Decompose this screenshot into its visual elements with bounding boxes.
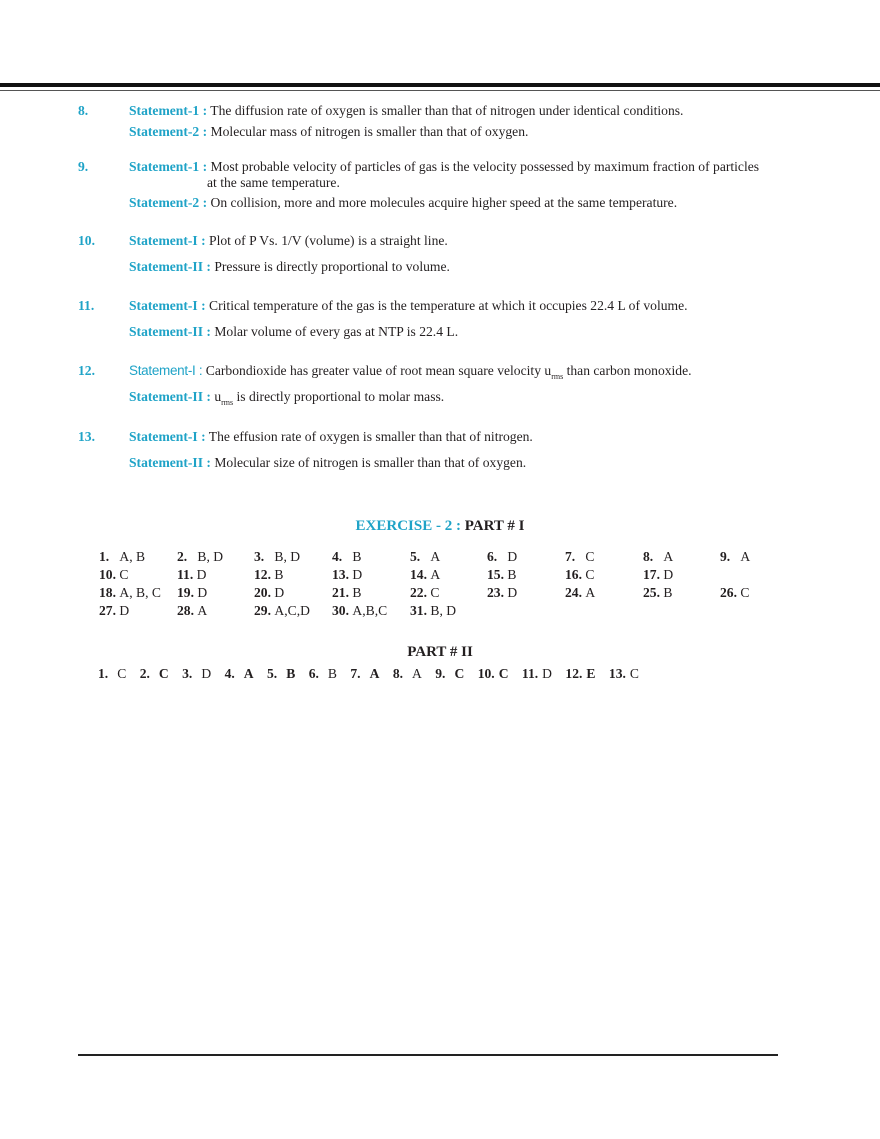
answer-item: 5. A (410, 549, 441, 564)
answer-item: 7.A (350, 666, 380, 681)
statement-text: Most probable velocity of particles of g… (210, 159, 760, 174)
statement-text: u (214, 389, 222, 404)
statement-text: Carbondioxide has greater value of root … (205, 363, 552, 378)
answer-item: 27. D (99, 603, 130, 618)
answer-item: 29. A,C,D (254, 603, 310, 618)
statement-1: Statement-I : Plot of P Vs. 1/V (volume)… (129, 233, 448, 249)
statement-1: Statement-I : Critical temperature of th… (129, 298, 688, 314)
statement-text: On collision, more and more molecules ac… (210, 195, 678, 210)
answer-item: 1. A, B (99, 549, 146, 564)
statement-label: Statement-I : (129, 429, 206, 444)
answer-item: 13.C (608, 666, 639, 681)
header-rule-thick (0, 83, 880, 87)
statement-text: The effusion rate of oxygen is smaller t… (208, 429, 533, 444)
answer-item: 2. B, D (177, 549, 224, 564)
statement-text-continued: at the same temperature. (207, 175, 340, 190)
answer-item: 12.E (565, 666, 596, 681)
answer-item: 4.A (224, 666, 254, 681)
statement-label: Statement-2 : (129, 124, 208, 139)
answer-item: 11.D (521, 666, 552, 681)
answer-item: 18. A, B, C (99, 585, 161, 600)
answer-item: 5.B (267, 666, 296, 681)
statement-text: The diffusion rate of oxygen is smaller … (210, 103, 684, 118)
statement-1: Statement-1 : The diffusion rate of oxyg… (129, 103, 683, 119)
statement-label: Statement-I : (129, 363, 203, 378)
statement-2: Statement-II : urms is directly proporti… (129, 389, 445, 407)
answer-item: 6.B (308, 666, 337, 681)
answer-item: 10.C (477, 666, 509, 681)
answer-item: 3.D (182, 666, 212, 681)
answer-item: 21. B (332, 585, 362, 600)
answer-item: 17. D (643, 567, 674, 582)
statement-text: Molecular mass of nitrogen is smaller th… (210, 124, 529, 139)
statement-text: Molar volume of every gas at NTP is 22.4… (214, 324, 459, 339)
statement-1: Statement-I : Carbondioxide has greater … (129, 363, 692, 381)
question-number: 8. (78, 103, 89, 118)
question-number: 13. (78, 429, 95, 444)
statement-2: Statement-II : Molecular size of nitroge… (129, 455, 526, 471)
question-number: 9. (78, 159, 89, 174)
answer-item: 31. B, D (410, 603, 457, 618)
statement-2: Statement-2 : On collision, more and mor… (129, 195, 677, 211)
answer-item: 19. D (177, 585, 208, 600)
statement-text-after: than carbon monoxide. (563, 363, 692, 378)
answer-item: 14. A (410, 567, 441, 582)
statement-text: Critical temperature of the gas is the t… (209, 298, 688, 313)
rms-subscript: rms (221, 398, 234, 407)
statement-label: Statement-I : (129, 233, 206, 248)
question-number: 11. (78, 298, 95, 313)
exercise-title: EXERCISE - 2 : PART # I (0, 518, 880, 535)
statement-label: Statement-II : (129, 389, 211, 404)
answer-item: 2.C (139, 666, 169, 681)
answer-item: 11. D (177, 567, 207, 582)
statement-text: Molecular size of nitrogen is smaller th… (214, 455, 527, 470)
answer-item: 1.C (98, 666, 127, 681)
answer-item: 24. A (565, 585, 596, 600)
statement-2: Statement-II : Pressure is directly prop… (129, 259, 450, 275)
question-number: 12. (78, 363, 95, 378)
answer-item: 4. B (332, 549, 362, 564)
answer-item: 7. C (565, 549, 595, 564)
answer-item: 23. D (487, 585, 518, 600)
statement-2: Statement-2 : Molecular mass of nitrogen… (129, 124, 528, 140)
answer-item: 22. C (410, 585, 440, 600)
statement-label: Statement-II : (129, 324, 211, 339)
answer-item: 8. A (643, 549, 674, 564)
answer-item: 10. C (99, 567, 129, 582)
statement-label: Statement-II : (129, 455, 211, 470)
statement-label: Statement-I : (129, 298, 206, 313)
statement-2: Statement-II : Molar volume of every gas… (129, 324, 458, 340)
part2-answer-row: 1.C 2.C 3.D 4.A 5.B 6.B 7.A 8.A 9.C 10.C… (98, 666, 649, 682)
answer-item: 16. C (565, 567, 595, 582)
statement-label: Statement-1 : (129, 103, 208, 118)
answer-item: 26. C (720, 585, 750, 600)
statement-1: Statement-I : The effusion rate of oxyge… (129, 429, 533, 445)
statement-1: Statement-1 : Most probable velocity of … (129, 159, 759, 175)
answer-item: 9.C (435, 666, 465, 681)
answer-item: 28. A (177, 603, 208, 618)
answer-item: 6. D (487, 549, 518, 564)
answer-item: 20. D (254, 585, 285, 600)
answer-item: 15. B (487, 567, 517, 582)
exercise-title-part: PART # I (464, 518, 525, 534)
answer-item: 12. B (254, 567, 284, 582)
answer-item: 9. A (720, 549, 751, 564)
exercise-title-prefix: EXERCISE - 2 : (355, 518, 461, 534)
answer-item: 8.A (392, 666, 422, 681)
statement-label: Statement-II : (129, 259, 211, 274)
statement-text: Pressure is directly proportional to vol… (214, 259, 450, 274)
question-number: 10. (78, 233, 95, 248)
header-rule-thin (0, 90, 880, 91)
part2-title: PART # II (407, 644, 473, 660)
statement-label: Statement-2 : (129, 195, 208, 210)
statement-text: Plot of P Vs. 1/V (volume) is a straight… (209, 233, 448, 248)
answer-item: 25. B (643, 585, 673, 600)
footer-rule (78, 1054, 778, 1056)
statement-text-after: is directly proportional to molar mass. (233, 389, 445, 404)
answer-item: 3. B, D (254, 549, 301, 564)
answer-item: 30. A,B,C (332, 603, 388, 618)
statement-label: Statement-1 : (129, 159, 208, 174)
answer-item: 13. D (332, 567, 363, 582)
rms-subscript: rms (551, 372, 564, 381)
